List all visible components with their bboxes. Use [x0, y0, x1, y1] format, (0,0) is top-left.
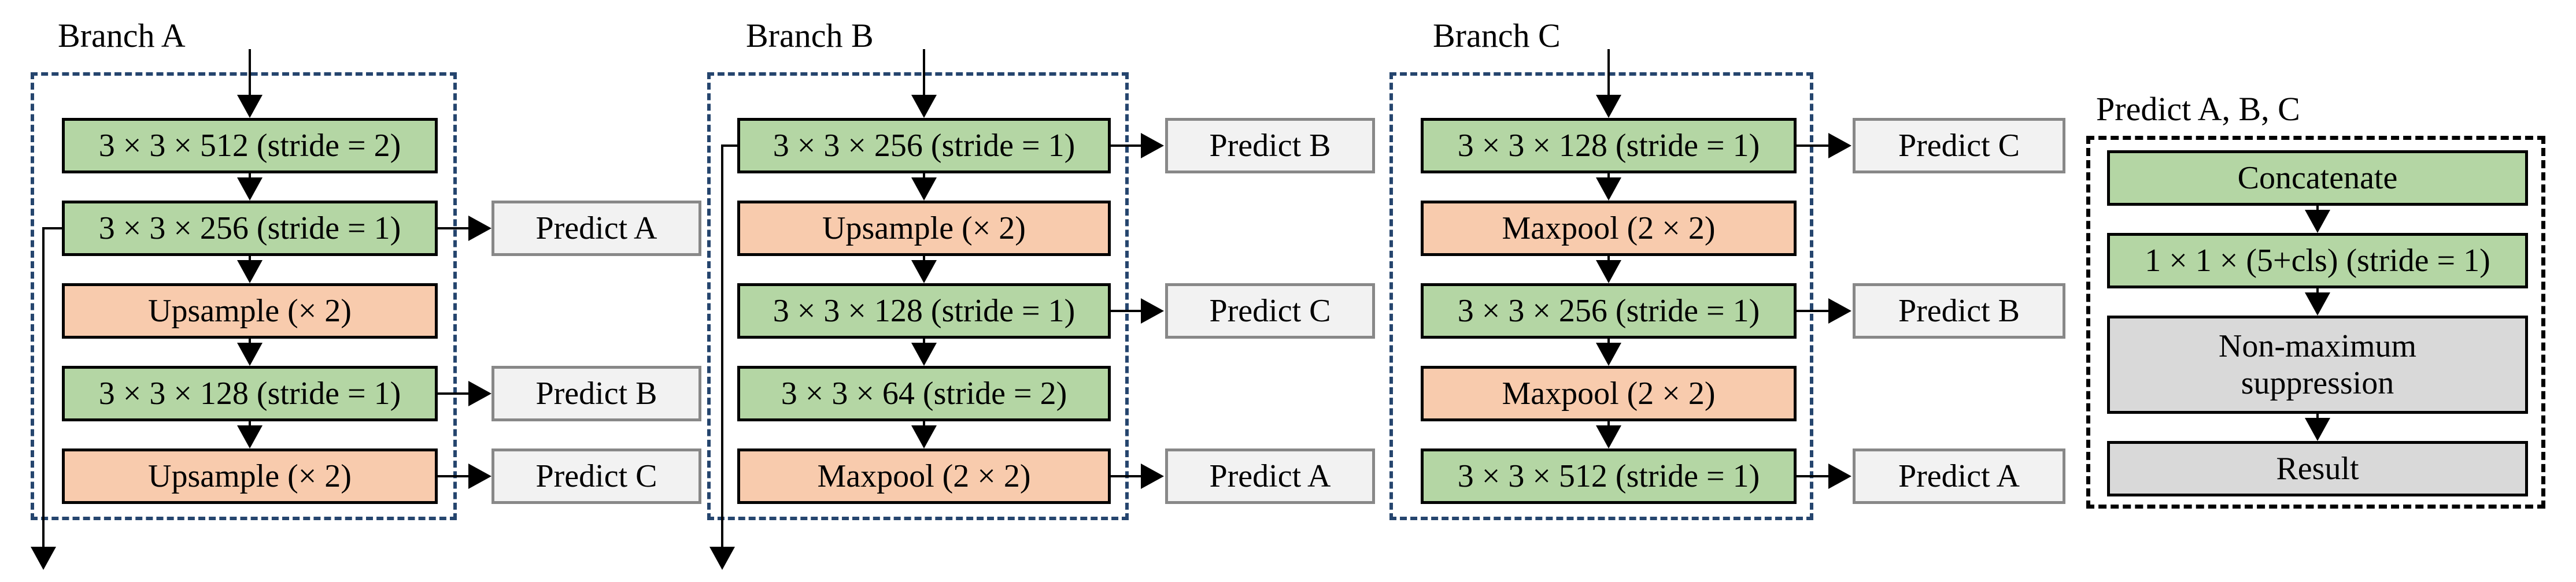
branch-b-layer-box: Maxpool (2 × 2) — [737, 448, 1111, 504]
branch-b-predict-a-arrow-head — [1141, 464, 1164, 489]
branch-b-arrow-3-line — [923, 339, 925, 346]
branch-a-arrow-2-line — [249, 256, 251, 263]
branch-c-layer-box: 3 × 3 × 512 (stride = 1) — [1421, 448, 1797, 504]
branch-c-layer-box: 3 × 3 × 128 (stride = 1) — [1421, 118, 1797, 173]
branch-b-skip-line-h — [722, 144, 738, 147]
branch-b-title: Branch B — [746, 17, 874, 54]
branch-a-arrow-3-line — [249, 339, 251, 346]
nms-box: Non-maximum suppression — [2107, 316, 2528, 414]
branch-a-arrow-1-line — [249, 173, 251, 180]
branch-c-predict-c-arrow-head — [1828, 133, 1851, 158]
branch-b-layer-box: 3 × 3 × 256 (stride = 1) — [737, 118, 1111, 173]
branch-c-arrow-4-head — [1596, 425, 1621, 448]
predict-panel-arrow-1-head — [2305, 210, 2330, 233]
branch-b-entry-arrow-head — [911, 95, 937, 118]
predict-box: Predict A — [491, 201, 701, 256]
branch-b-layer-box: 3 × 3 × 64 (stride = 2) — [737, 366, 1111, 421]
branch-c-arrow-2-head — [1596, 260, 1621, 283]
branch-b-predict-c-arrow-line — [1111, 310, 1142, 312]
branch-a-predict-c-arrow-head — [468, 464, 491, 489]
branch-b-arrow-2-head — [911, 260, 937, 283]
branch-a-predict-c-arrow-line — [438, 475, 470, 477]
predict-abc-panel — [2086, 136, 2545, 509]
branch-b-predict-c-arrow-head — [1141, 298, 1164, 324]
branch-b-layer-box: Upsample (× 2) — [737, 201, 1111, 256]
predict-box: Predict A — [1165, 448, 1375, 504]
branch-a-arrow-4-head — [237, 425, 263, 448]
branch-a-arrow-2-head — [237, 260, 263, 283]
concatenate-box: Concatenate — [2107, 150, 2528, 206]
predict-panel-arrow-2-head — [2305, 292, 2330, 316]
predict-panel-arrow-3-head — [2305, 418, 2330, 441]
branch-a-predict-a-arrow-head — [468, 216, 491, 241]
branch-a-arrow-4-line — [249, 421, 251, 428]
branch-a-layer-box: 3 × 3 × 256 (stride = 1) — [62, 201, 438, 256]
branch-b-predict-b-arrow-head — [1141, 133, 1164, 158]
branch-c-arrow-2-line — [1607, 256, 1610, 263]
branch-b-layer-box: 3 × 3 × 128 (stride = 1) — [737, 283, 1111, 339]
branch-a-layer-box: 3 × 3 × 512 (stride = 2) — [62, 118, 438, 173]
branch-c-title: Branch C — [1433, 17, 1561, 54]
branch-c-arrow-1-line — [1607, 173, 1610, 180]
branch-b-skip-line-v — [721, 144, 723, 551]
branch-b-arrow-4-head — [911, 425, 937, 448]
branch-a-skip-arrow-head — [31, 547, 56, 570]
predict-box: Predict C — [1853, 118, 2065, 173]
predict-box: Predict B — [1853, 283, 2065, 339]
predict-box: Predict B — [1165, 118, 1375, 173]
branch-b-skip-arrow-head — [709, 547, 735, 570]
branch-a-layer-box: 3 × 3 × 128 (stride = 1) — [62, 366, 438, 421]
result-box: Result — [2107, 441, 2528, 496]
predict-panel-arrow-2-line — [2316, 288, 2319, 295]
branch-a-panel — [31, 72, 457, 520]
branch-c-entry-arrow-line — [1607, 49, 1610, 99]
conv-1x1-box: 1 × 1 × (5+cls) (stride = 1) — [2107, 233, 2528, 288]
branch-b-predict-b-arrow-line — [1111, 144, 1142, 147]
branch-b-predict-a-arrow-line — [1111, 475, 1142, 477]
branch-c-arrow-3-head — [1596, 343, 1621, 366]
branch-a-entry-arrow-line — [249, 49, 251, 99]
branch-b-arrow-1-head — [911, 177, 937, 201]
branch-c-predict-a-arrow-line — [1797, 475, 1830, 477]
predict-box: Predict C — [1165, 283, 1375, 339]
predict-box: Predict C — [491, 448, 701, 504]
branch-c-arrow-1-head — [1596, 177, 1621, 201]
branch-b-arrow-1-line — [923, 173, 925, 180]
branch-c-predict-c-arrow-line — [1797, 144, 1830, 147]
branch-c-arrow-4-line — [1607, 421, 1610, 428]
branch-c-layer-box: Maxpool (2 × 2) — [1421, 201, 1797, 256]
branch-b-arrow-3-head — [911, 343, 937, 366]
branch-c-predict-b-arrow-head — [1828, 298, 1851, 324]
branch-c-predict-b-arrow-line — [1797, 310, 1830, 312]
branch-c-arrow-3-line — [1607, 339, 1610, 346]
branch-a-arrow-1-head — [237, 177, 263, 201]
branch-a-predict-b-arrow-line — [438, 392, 470, 395]
branch-c-layer-box: 3 × 3 × 256 (stride = 1) — [1421, 283, 1797, 339]
branch-b-entry-arrow-line — [923, 49, 925, 99]
branch-c-predict-a-arrow-head — [1828, 464, 1851, 489]
branch-a-skip-line-v — [42, 227, 45, 551]
branch-a-title: Branch A — [58, 17, 186, 54]
predict-box: Predict A — [1853, 448, 2065, 504]
predict-panel-arrow-3-line — [2316, 414, 2319, 421]
branch-a-skip-line-h — [43, 227, 62, 229]
branch-b-panel — [707, 72, 1129, 520]
branch-a-entry-arrow-head — [237, 95, 263, 118]
branch-a-arrow-3-head — [237, 343, 263, 366]
predict-box: Predict B — [491, 366, 701, 421]
nms-label: Non-maximum suppression — [2218, 328, 2417, 401]
branch-a-predict-a-arrow-line — [438, 227, 470, 229]
predict-panel-arrow-1-line — [2316, 206, 2319, 213]
branch-c-entry-arrow-head — [1596, 95, 1621, 118]
branch-b-arrow-4-line — [923, 421, 925, 428]
branch-c-panel — [1389, 72, 1813, 520]
branch-a-predict-b-arrow-head — [468, 381, 491, 406]
branch-b-arrow-2-line — [923, 256, 925, 263]
predict-abc-title: Predict A, B, C — [2096, 90, 2300, 128]
branch-a-layer-box: Upsample (× 2) — [62, 283, 438, 339]
branch-c-layer-box: Maxpool (2 × 2) — [1421, 366, 1797, 421]
branch-a-layer-box: Upsample (× 2) — [62, 448, 438, 504]
